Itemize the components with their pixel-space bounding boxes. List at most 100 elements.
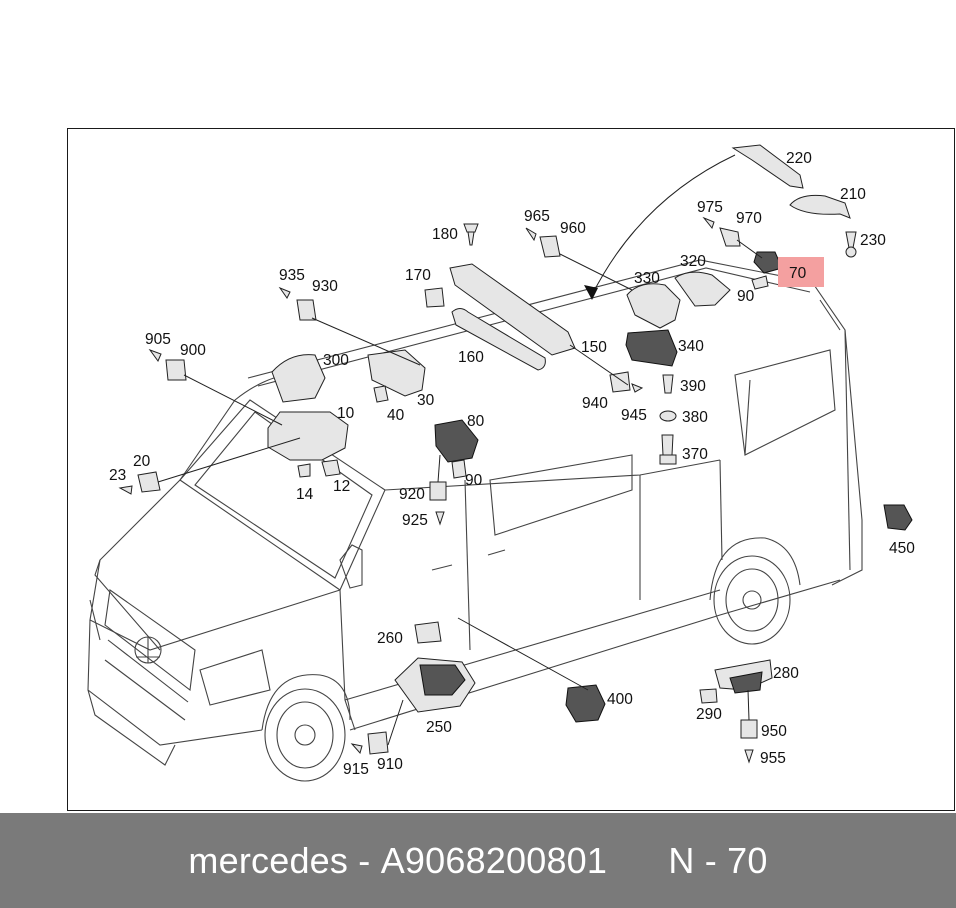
part-90-bulb-lower (451, 459, 467, 479)
callout-955: 955 (760, 750, 786, 767)
callout-280: 280 (773, 665, 799, 682)
part-370 (661, 434, 674, 456)
callout-380: 380 (682, 409, 708, 426)
callout-250: 250 (426, 719, 452, 736)
callout-150: 150 (581, 339, 607, 356)
callout-960: 960 (560, 220, 586, 237)
callout-400: 400 (607, 691, 633, 708)
diagram-frame: 220 210 230 975 970 965 960 180 170 70 3… (67, 128, 955, 811)
callout-905: 905 (145, 331, 171, 348)
callout-90-lower: 90 (465, 472, 483, 489)
callout-370: 370 (682, 446, 708, 463)
part-330 (626, 283, 681, 329)
callout-390: 390 (680, 378, 706, 395)
part-90-bulb-upper (751, 275, 769, 290)
footer-brand: mercedes (188, 839, 349, 881)
leader-lines (157, 154, 763, 746)
part-970 (719, 227, 741, 247)
parts (118, 144, 913, 764)
callout-23: 23 (109, 467, 126, 484)
callout-180: 180 (432, 226, 458, 243)
part-940 (609, 371, 631, 393)
part-14 (297, 463, 311, 478)
van-body (87, 259, 863, 782)
part-930 (296, 299, 317, 321)
part-300 (271, 354, 326, 403)
footer-separator: - (348, 839, 381, 881)
callout-40: 40 (387, 407, 405, 424)
part-950 (740, 719, 758, 739)
part-260 (414, 621, 442, 644)
callout-14: 14 (296, 486, 314, 503)
callout-210: 210 (840, 186, 866, 203)
part-450 (883, 504, 913, 531)
footer-gap (607, 840, 668, 882)
callout-930: 930 (312, 278, 338, 295)
part-390 (662, 374, 674, 394)
callout-30: 30 (417, 392, 435, 409)
part-160 (451, 308, 546, 371)
part-915 (350, 743, 363, 755)
part-340 (625, 329, 678, 367)
callout-900: 900 (180, 342, 206, 359)
part-23 (118, 485, 133, 495)
part-945 (631, 383, 644, 393)
callout-12: 12 (333, 478, 350, 495)
callout-330: 330 (634, 270, 660, 287)
part-180 (463, 223, 479, 233)
callout-labels: 220 210 230 975 970 965 960 180 170 70 3… (109, 150, 915, 778)
callout-230: 230 (860, 232, 886, 249)
callout-160: 160 (458, 349, 484, 366)
part-920 (429, 481, 447, 501)
part-910 (367, 731, 389, 755)
highlight-box-70 (778, 257, 824, 287)
part-905 (148, 348, 162, 363)
part-955 (744, 749, 754, 764)
callout-300: 300 (323, 352, 349, 369)
part-290 (699, 688, 718, 704)
callout-965: 965 (524, 208, 550, 225)
callout-220: 220 (786, 150, 812, 167)
callout-935: 935 (279, 267, 305, 284)
part-935 (278, 286, 291, 299)
callout-290: 290 (696, 706, 722, 723)
part-220 (731, 144, 804, 189)
part-925 (435, 511, 445, 526)
part-170 (424, 287, 445, 308)
callout-920: 920 (399, 486, 425, 503)
callout-940: 940 (582, 395, 608, 412)
part-40 (373, 385, 389, 403)
part-12 (321, 459, 341, 477)
callout-945: 945 (621, 407, 647, 424)
callout-925: 925 (402, 512, 428, 529)
callout-910: 910 (377, 756, 403, 773)
part-960 (539, 235, 561, 258)
callout-70: 70 (789, 265, 807, 282)
callout-975: 975 (697, 199, 723, 216)
part-380 (659, 410, 677, 422)
callout-450: 450 (889, 540, 915, 557)
part-400 (565, 684, 606, 723)
part-230 (845, 231, 857, 249)
callout-20: 20 (133, 453, 151, 470)
part-80 (434, 419, 479, 463)
footer-part-number: A9068200801 (380, 839, 608, 881)
callout-80: 80 (467, 413, 485, 430)
callout-170: 170 (405, 267, 431, 284)
part-320 (674, 271, 731, 307)
part-975 (702, 216, 715, 230)
callout-10: 10 (337, 405, 355, 422)
callout-320: 320 (680, 253, 706, 270)
part-10 (267, 411, 349, 461)
callout-950: 950 (761, 723, 787, 740)
part-900 (165, 359, 187, 381)
parts-diagram: 220 210 230 975 970 965 960 180 170 70 3… (87, 144, 915, 782)
callout-915: 915 (343, 761, 369, 778)
part-210 (789, 194, 851, 219)
part-number-footer: mercedes - A9068200801 N - 70 (0, 813, 956, 908)
callout-340: 340 (678, 338, 704, 355)
callout-970: 970 (736, 210, 762, 227)
part-965 (525, 227, 537, 242)
footer-position-label: N - 70 (668, 839, 768, 881)
callout-260: 260 (377, 630, 403, 647)
